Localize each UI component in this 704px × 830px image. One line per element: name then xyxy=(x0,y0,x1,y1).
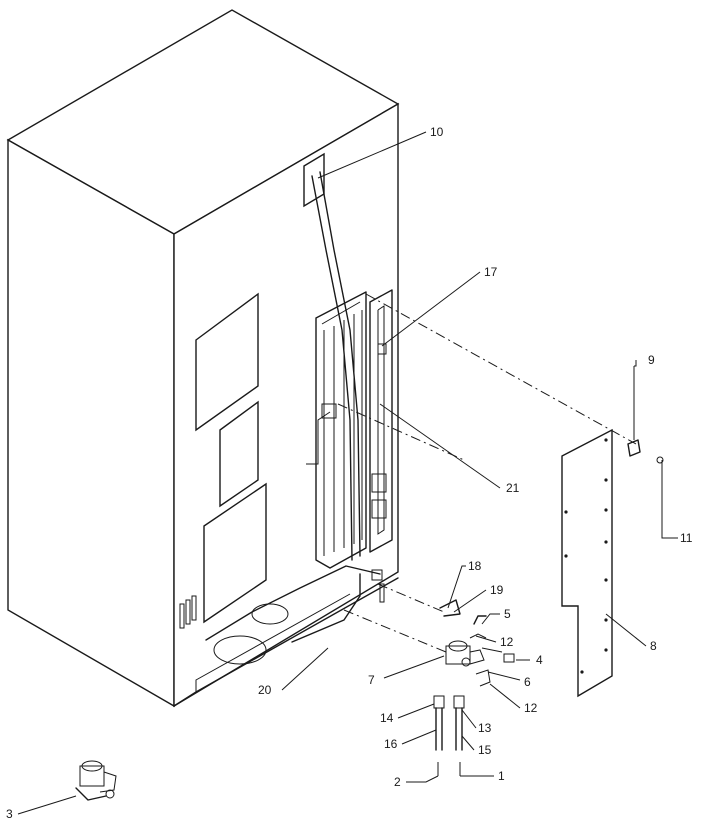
callout-20: 20 xyxy=(258,683,272,697)
callout-14: 14 xyxy=(380,711,394,725)
callout-3: 3 xyxy=(6,807,13,821)
callout-19: 19 xyxy=(490,583,504,597)
callout-12-upper: 12 xyxy=(500,635,514,649)
callout-5: 5 xyxy=(504,607,511,621)
callout-13: 13 xyxy=(478,721,492,735)
callout-1: 1 xyxy=(498,769,505,783)
callout-2: 2 xyxy=(394,775,401,789)
condenser-coil xyxy=(306,171,393,569)
inlet-tubes xyxy=(433,695,465,776)
alignment-lines xyxy=(337,293,637,653)
callout-18: 18 xyxy=(468,559,482,573)
callout-17: 17 xyxy=(484,265,498,279)
back-panel-plates xyxy=(195,152,325,624)
callout-6: 6 xyxy=(524,675,531,689)
compressor-area xyxy=(179,565,385,665)
panel-bracket xyxy=(627,366,664,464)
leader-lines xyxy=(17,131,678,815)
callout-8: 8 xyxy=(650,639,657,653)
water-valve-assembly xyxy=(439,599,515,687)
callout-10: 10 xyxy=(430,125,444,139)
callout-9: 9 xyxy=(648,353,655,367)
rear-access-panel xyxy=(561,428,613,698)
callout-12-lower: 12 xyxy=(524,701,538,715)
replacement-valve xyxy=(75,760,117,801)
callout-4: 4 xyxy=(536,653,543,667)
callout-15: 15 xyxy=(478,743,492,757)
callout-21: 21 xyxy=(506,481,520,495)
callout-16: 16 xyxy=(384,737,398,751)
callout-11: 11 xyxy=(680,531,693,545)
callout-labels: 10 17 9 21 11 18 19 5 12 8 4 7 6 20 12 1… xyxy=(6,125,693,821)
callout-7: 7 xyxy=(368,673,375,687)
